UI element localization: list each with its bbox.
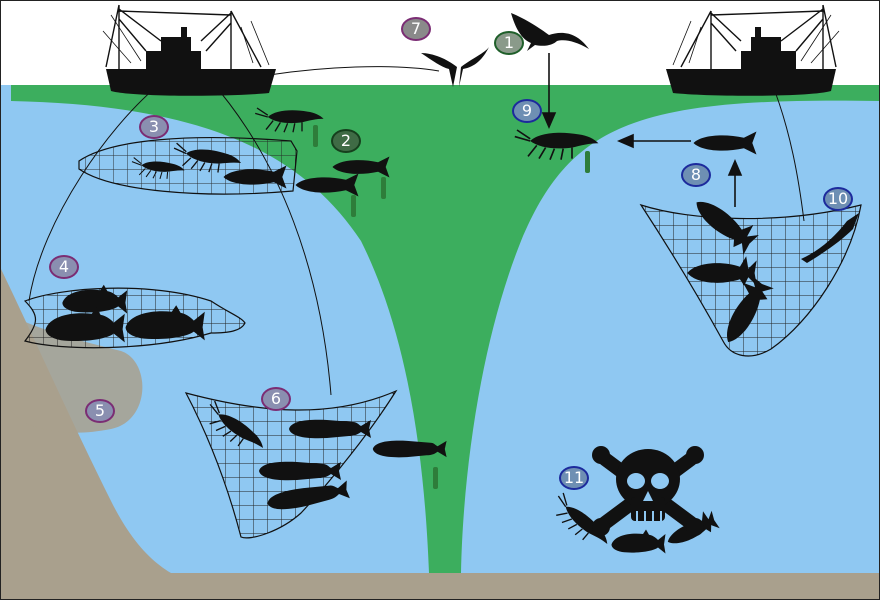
badge-1: 1 [494,31,524,55]
badge-6: 6 [261,387,291,411]
badge-4: 4 [49,255,79,279]
badge-5: 5 [85,399,115,423]
badge-3: 3 [139,115,169,139]
badge-7: 7 [401,17,431,41]
badge-11: 11 [559,466,589,490]
fishing-boat-right [666,5,839,96]
line-to-whale [269,67,439,75]
badge-2: 2 [331,129,361,153]
fishing-boat-left [103,5,276,96]
badge-8: 8 [681,163,711,187]
badge-9: 9 [512,99,542,123]
badge-10: 10 [823,187,853,211]
whale-tail [421,47,489,87]
